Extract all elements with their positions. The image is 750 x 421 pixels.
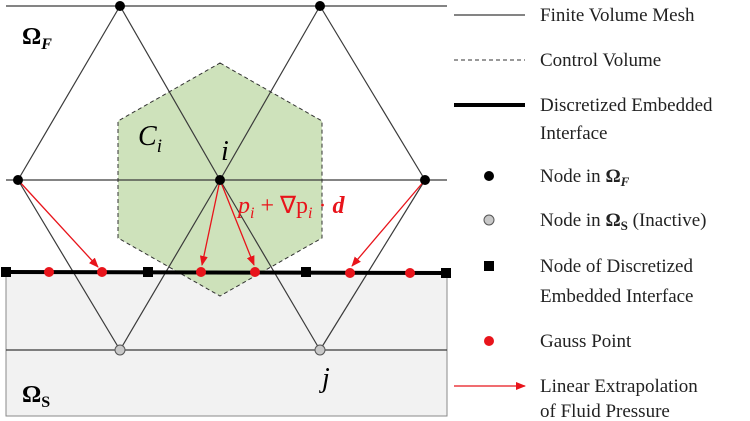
legend-extrapolation-label-2: of Fluid Pressure bbox=[540, 401, 670, 421]
legend-fluid-node-label: Node in ΩF bbox=[540, 166, 630, 189]
legend-fluid-node-swatch bbox=[484, 171, 494, 181]
extrapolation-arrows bbox=[17, 179, 426, 268]
extrapolation-formula: pi + ∇pi · d bbox=[236, 193, 346, 222]
control-volume-outline bbox=[117, 62, 323, 297]
legend-solid-node-swatch bbox=[483, 214, 495, 226]
control-volume-label: Ci bbox=[138, 121, 162, 157]
solid-domain-label: ΩS bbox=[22, 382, 50, 411]
legend-extrapolation-label-1: Linear Extrapolation bbox=[540, 376, 698, 397]
legend-interface-node-swatch bbox=[484, 261, 494, 271]
legend-interface-label-1: Discretized Embedded bbox=[540, 95, 713, 116]
legend-interface-label-2: Interface bbox=[540, 123, 608, 144]
solid-domain-region bbox=[5, 272, 448, 417]
legend-gauss-point-label: Gauss Point bbox=[540, 331, 632, 352]
node-j-label: j bbox=[319, 363, 330, 394]
fluid-nodes bbox=[13, 1, 430, 185]
fluid-domain-label: ΩF bbox=[22, 24, 52, 53]
legend: Finite Volume Mesh Control Volume Discre… bbox=[454, 5, 713, 421]
legend-interface-node-label-2: Embedded Interface bbox=[540, 286, 694, 307]
gauss-points bbox=[44, 267, 415, 278]
legend-control-volume-label: Control Volume bbox=[540, 50, 661, 71]
legend-gauss-point-swatch bbox=[484, 336, 494, 346]
inactive-solid-nodes bbox=[114, 344, 326, 356]
node-i-label: i bbox=[221, 136, 229, 167]
embedded-interface-line bbox=[5, 270, 448, 275]
finite-volume-mesh bbox=[6, 5, 447, 351]
legend-mesh-label: Finite Volume Mesh bbox=[540, 5, 695, 26]
legend-interface-node-label-1: Node of Discretized bbox=[540, 256, 693, 277]
legend-solid-node-label: Node in ΩS (Inactive) bbox=[540, 210, 706, 233]
interface-nodes bbox=[1, 267, 451, 278]
